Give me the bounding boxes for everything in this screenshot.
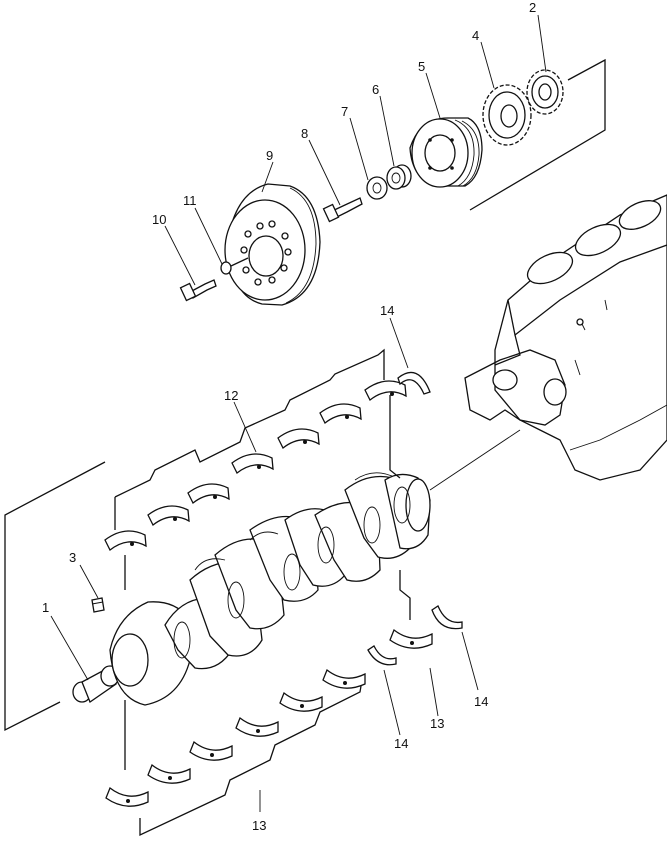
callout-5: 5 (418, 59, 425, 74)
callout-6: 6 (372, 82, 379, 97)
callout-11: 11 (183, 193, 197, 208)
callout-8: 8 (301, 126, 308, 141)
lower-main-bearing-group (105, 570, 463, 837)
washer (366, 176, 388, 200)
upper-bearing-shell-4 (231, 453, 274, 474)
shaft-centerline (429, 429, 521, 491)
lower-bearing-shell-6 (322, 668, 366, 689)
callout-2: 2 (529, 0, 536, 15)
callout-labels: 2 4 5 6 7 8 9 11 10 14 12 3 1 14 13 14 1… (42, 0, 536, 833)
callout-10: 10 (152, 212, 166, 227)
lower-bearing-shell-2 (147, 763, 191, 784)
crankshaft (72, 472, 431, 706)
upper-main-bearing-group (104, 348, 431, 590)
upper-bearing-shell-1 (104, 530, 147, 551)
callout-14-rear: 14 (474, 694, 488, 709)
callout-13-lower: 13 (252, 818, 266, 833)
lower-bearing-shell-4 (235, 716, 279, 737)
callout-12: 12 (224, 388, 238, 403)
lower-bearing-shell-7 (389, 628, 433, 649)
callout-1: 1 (42, 600, 49, 615)
callout-13-rear: 13 (430, 716, 444, 731)
leader-lines (50, 14, 547, 812)
spacer-collar (386, 164, 412, 190)
damper-bolt (179, 279, 217, 302)
callout-14-upper: 14 (380, 303, 394, 318)
lower-thrust-washer-rear (431, 605, 463, 630)
upper-bearing-shell-6 (319, 403, 362, 424)
pulley-hub (409, 117, 483, 188)
callout-3: 3 (69, 550, 76, 565)
bracket-crank-group (4, 461, 106, 732)
dowel-pin (91, 597, 105, 613)
upper-bearing-shell-2 (147, 505, 190, 526)
crank-gear-small (526, 69, 564, 115)
upper-bearing-shell-7 (364, 380, 407, 401)
callout-4: 4 (472, 28, 479, 43)
upper-bearing-shell-5 (277, 428, 320, 449)
callout-14-front: 14 (394, 736, 408, 751)
crank-gear (482, 84, 532, 146)
bracket-front-group (469, 58, 606, 211)
callout-7: 7 (341, 104, 348, 119)
lower-bearing-shell-5 (279, 691, 323, 712)
lower-bearing-shell-1 (105, 786, 149, 807)
damper-pulley (224, 183, 321, 306)
pulley-bolt (322, 197, 363, 223)
lower-thrust-washer-front (367, 645, 397, 666)
lock-washer (220, 257, 249, 275)
engine-block (464, 194, 667, 481)
upper-thrust-washer (397, 371, 431, 395)
callout-9: 9 (266, 148, 273, 163)
lower-bearing-shell-3 (189, 740, 233, 761)
upper-bearing-shell-3 (187, 483, 230, 504)
